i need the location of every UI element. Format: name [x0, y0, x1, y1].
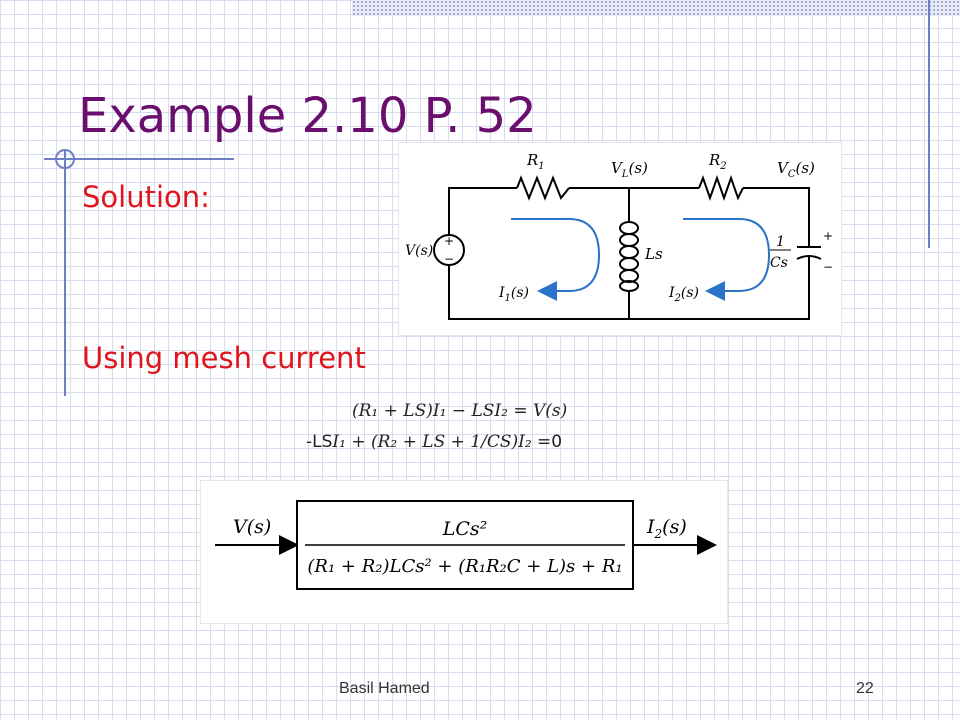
r1-label: R1: [526, 151, 545, 172]
resistor-r1-icon: [516, 175, 570, 201]
mesh-arrow-i1-icon: [511, 218, 601, 301]
i2-label: I2(s): [668, 285, 699, 304]
i1-label: I1(s): [498, 285, 529, 304]
capacitor-icon: [796, 235, 822, 269]
title-underline: [44, 158, 234, 160]
block-output-label: I2(s): [646, 516, 687, 541]
mesh-arrow-i2-icon: [683, 218, 771, 301]
circuit-svg: R1 R2 VL(s) VC(s) V(s) + − Ls 1 Cs + − I…: [405, 151, 833, 320]
solution-label: Solution:: [82, 180, 210, 214]
cap-plus-sign: +: [823, 229, 833, 243]
source-minus-sign: −: [444, 252, 454, 266]
vc-label: VC(s): [777, 159, 815, 180]
ls-label: Ls: [644, 245, 663, 263]
block-diagram: V(s) I2(s) LCs² (R₁ + R₂)LCs² + (R₁R₂C +…: [200, 480, 728, 624]
inductor-icon: [619, 221, 639, 292]
left-decorative-line: [64, 150, 66, 396]
footer-page-number: 22: [856, 680, 874, 697]
method-label: Using mesh current: [82, 341, 366, 375]
mesh-equation-2: -LSI₁ + (R₂ + LS + 1/CS)I₂ =0: [306, 432, 562, 452]
voltage-source-icon: [433, 234, 465, 266]
resistor-r2-icon: [698, 174, 744, 202]
cap-denominator: Cs: [770, 255, 788, 271]
decorative-circle-icon: [55, 149, 75, 169]
tf-denominator: (R₁ + R₂)LCs² + (R₁R₂C + L)s + R₁: [307, 556, 622, 577]
vs-label: V(s): [405, 243, 433, 259]
eq2-prefix: -LS: [306, 432, 333, 452]
top-decorative-band: [352, 0, 960, 16]
cap-numerator: 1: [776, 234, 785, 250]
tf-numerator: LCs²: [442, 518, 488, 540]
vl-label: VL(s): [611, 159, 648, 180]
circuit-wires: [448, 187, 810, 320]
r2-label: R2: [708, 151, 727, 172]
source-plus-sign: +: [444, 234, 454, 248]
eq2-body: I₁ + (R₂ + LS + 1/CS)I₂: [332, 432, 532, 452]
footer-author: Basil Hamed: [339, 680, 430, 697]
block-input-label: V(s): [233, 516, 271, 538]
block-diagram-svg: V(s) I2(s) LCs² (R₁ + R₂)LCs² + (R₁R₂C +…: [215, 500, 717, 590]
circuit-diagram: R1 R2 VL(s) VC(s) V(s) + − Ls 1 Cs + − I…: [398, 142, 842, 336]
mesh-equation-1: (R₁ + LS)I₁ − LSI₂ = V(s): [352, 401, 568, 421]
right-decorative-line: [928, 0, 930, 248]
eq2-suffix: =0: [531, 432, 563, 452]
cap-minus-sign: −: [823, 260, 833, 274]
slide-title: Example 2.10 P. 52: [78, 88, 537, 144]
